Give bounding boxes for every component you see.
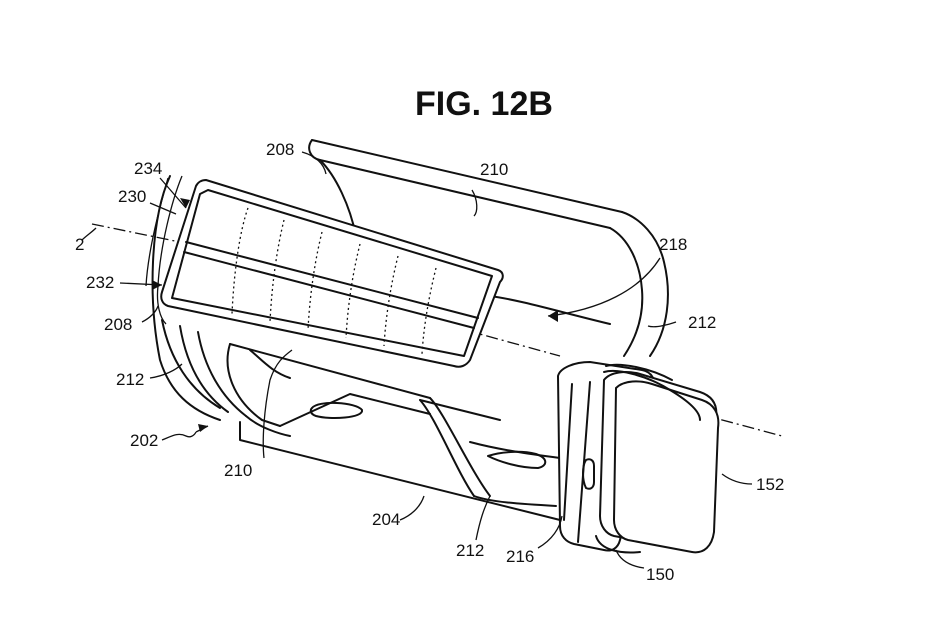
label-232: 232 — [86, 273, 114, 292]
label-152: 152 — [756, 475, 784, 494]
label-210-bottom: 210 — [224, 461, 252, 480]
figure-title: FIG. 12B — [415, 85, 553, 123]
reference-labels: 208 234 230 2 232 208 212 202 210 210 21… — [75, 140, 784, 584]
label-210-top: 210 — [480, 160, 508, 179]
label-204: 204 — [372, 510, 400, 529]
label-218: 218 — [659, 235, 687, 254]
electrode-pad — [160, 179, 504, 368]
label-212-bottom: 212 — [456, 541, 484, 560]
label-234: 234 — [134, 159, 162, 178]
label-212-left: 212 — [116, 370, 144, 389]
label-212-right: 212 — [688, 313, 716, 332]
front-shell — [151, 175, 561, 521]
label-230: 230 — [118, 187, 146, 206]
upper-shell — [308, 139, 669, 357]
power-unit — [557, 361, 720, 554]
inner-cylinder — [469, 295, 611, 469]
label-208-top: 208 — [266, 140, 294, 159]
leader-lines — [81, 151, 753, 569]
label-2: 2 — [75, 235, 84, 254]
label-216: 216 — [506, 547, 534, 566]
arrowheads — [152, 198, 558, 432]
label-202: 202 — [130, 431, 158, 450]
label-208-left: 208 — [104, 315, 132, 334]
label-150: 150 — [646, 565, 674, 584]
